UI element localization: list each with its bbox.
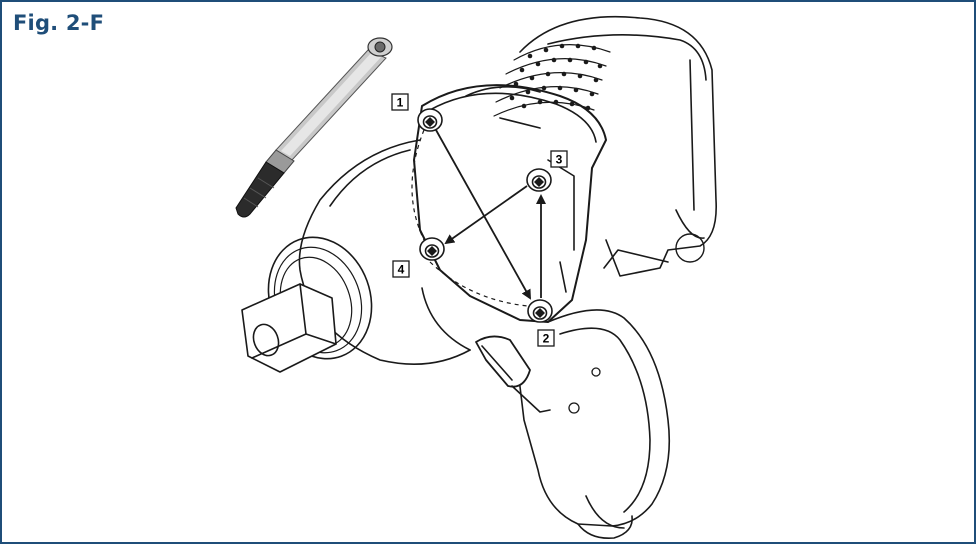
callout-3: 3	[550, 150, 568, 168]
callout-4: 4	[392, 260, 410, 278]
arrow-1-to-2	[435, 129, 531, 300]
bolt-1	[417, 108, 443, 132]
bolt-2	[527, 299, 553, 323]
callout-2-label: 2	[543, 332, 550, 346]
figure-title: Fig. 2-F	[13, 11, 105, 35]
dashed-bolt-circle	[411, 129, 529, 307]
torque-wrench-icon	[235, 37, 393, 218]
callout-4-label: 4	[398, 263, 405, 277]
callout-3-label: 3	[556, 153, 563, 167]
callout-1: 1	[391, 93, 409, 111]
bolt-3	[526, 168, 552, 192]
bolt-4	[419, 237, 445, 261]
impact-wrench-illustration	[241, 15, 717, 540]
callout-2: 2	[537, 329, 555, 347]
callout-1-label: 1	[397, 96, 404, 110]
arrow-3-to-4	[444, 185, 528, 245]
sequence-arrows	[411, 129, 546, 307]
